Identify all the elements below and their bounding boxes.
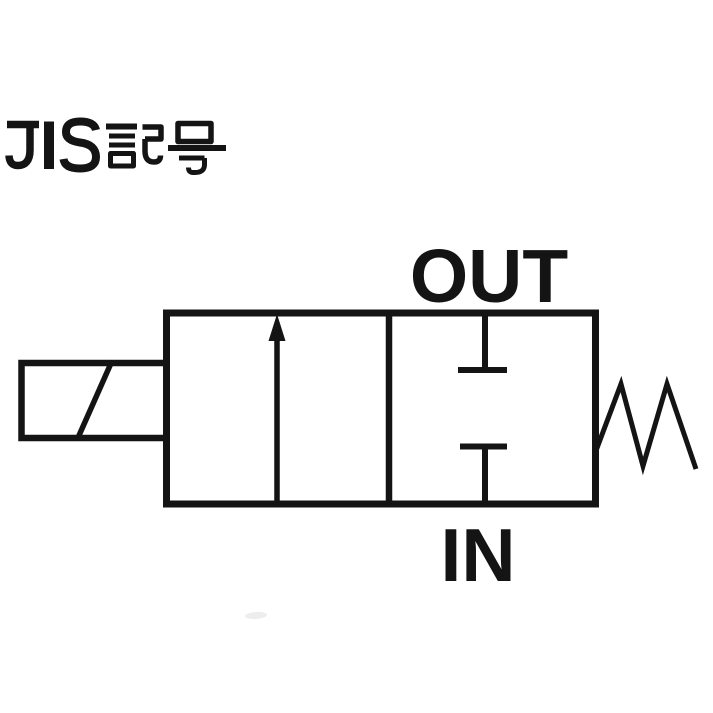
kanji-ki [106, 123, 164, 169]
page-title [5, 117, 226, 175]
blocked-port-in-icon [460, 443, 507, 504]
out-port-label: OUT [410, 234, 568, 318]
solenoid-actuator-symbol [18, 359, 170, 442]
blocked-port-out-icon [458, 313, 507, 373]
kanji-gou [168, 120, 226, 175]
return-spring-icon [593, 375, 699, 476]
valve-body-outline [163, 309, 599, 508]
in-port-label: IN [441, 513, 516, 597]
flow-arrow-icon [268, 314, 286, 504]
letter-s [59, 117, 100, 173]
letter-j [5, 120, 39, 170]
